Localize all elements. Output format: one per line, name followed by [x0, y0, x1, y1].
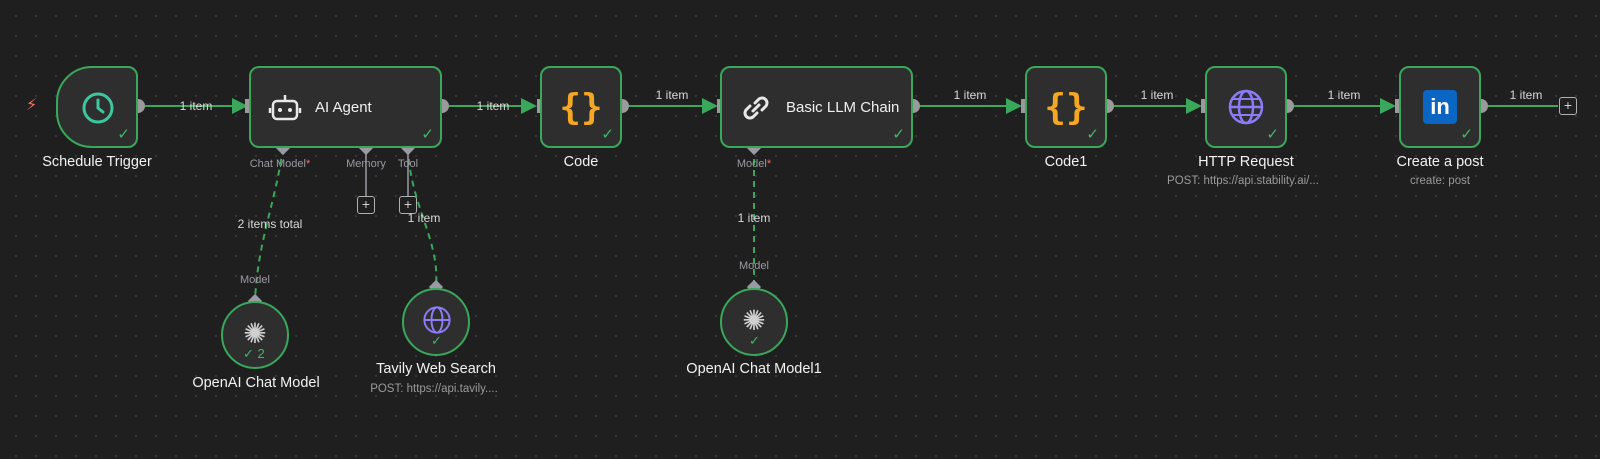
success-check-icon: ✓	[601, 126, 614, 143]
node-label: Tavily Web Search	[376, 361, 496, 377]
globe-icon	[421, 304, 453, 336]
edge-label: 1 item	[476, 99, 510, 113]
required-marker: *	[766, 158, 772, 170]
edge-label: 2 items total	[237, 217, 303, 231]
node-http-request[interactable]: ✓	[1205, 66, 1287, 148]
node-schedule-trigger[interactable]: ✓	[56, 66, 138, 148]
add-node-button[interactable]: +	[1559, 97, 1577, 115]
input-port	[717, 99, 722, 113]
required-marker: *	[305, 158, 311, 170]
node-label: Schedule Trigger	[42, 154, 152, 170]
port-label-memory: Memory	[346, 158, 386, 170]
port-label-model: Model	[240, 274, 270, 286]
node-label: Create a post	[1396, 154, 1484, 170]
input-port	[1021, 99, 1026, 113]
port-label-model: Model	[739, 260, 769, 272]
code-braces-icon: {}	[559, 86, 603, 128]
node-basic-llm-chain[interactable]: Basic LLM Chain ✓	[720, 66, 913, 148]
node-openai-chat-model[interactable]: ✺ ✓ 2	[221, 301, 289, 369]
connection-line	[254, 147, 284, 301]
robot-icon	[267, 90, 303, 126]
edge-label: 1 item	[655, 88, 689, 102]
node-ai-agent[interactable]: AI Agent ✓	[249, 66, 442, 148]
node-subtitle: POST: https://api.tavily....	[370, 383, 498, 395]
edge-label: 1 item	[179, 99, 213, 113]
success-check-icon: ✓	[117, 126, 130, 143]
clock-icon	[80, 90, 116, 126]
node-title: AI Agent	[315, 98, 372, 116]
success-check-icon: ✓	[1266, 126, 1279, 143]
trigger-bolt-icon: ⚡	[26, 97, 38, 114]
run-count-value: 2	[257, 346, 265, 361]
openai-icon: ✺	[742, 304, 766, 336]
connection-line	[407, 147, 438, 287]
input-port	[245, 99, 250, 113]
node-openai-chat-model1[interactable]: ✺ ✓	[720, 288, 788, 356]
node-label: OpenAI Chat Model1	[686, 361, 822, 377]
openai-icon: ✺	[243, 317, 267, 349]
success-check-icon: ✓	[421, 126, 434, 143]
port-label-text: Chat Model	[249, 158, 306, 170]
success-check-icon: ✓	[1460, 126, 1473, 143]
node-label: Code	[563, 154, 599, 170]
edge-label: 1 item	[407, 211, 441, 225]
add-tool-button[interactable]: +	[399, 196, 417, 214]
link-chain-icon	[738, 90, 774, 126]
input-port	[1201, 99, 1206, 113]
edge-label: 1 item	[1327, 88, 1361, 102]
input-port	[537, 99, 542, 113]
node-tavily-web-search[interactable]: ✓	[402, 288, 470, 356]
globe-icon	[1227, 88, 1265, 126]
node-create-a-post[interactable]: in ✓	[1399, 66, 1481, 148]
node-label: HTTP Request	[1198, 154, 1294, 170]
success-check-icon: ✓	[243, 346, 254, 361]
linkedin-icon: in	[1423, 90, 1457, 124]
node-label: Code1	[1044, 154, 1088, 170]
edge-label: 1 item	[953, 88, 987, 102]
input-port	[1395, 99, 1400, 113]
edge-label: 1 item	[1509, 88, 1543, 102]
port-label-chat-model: Chat Model*	[250, 158, 311, 170]
run-count: ✓ 2	[243, 346, 265, 362]
success-check-icon: ✓	[431, 333, 442, 348]
node-label: OpenAI Chat Model	[192, 375, 320, 391]
edge-label: 1 item	[737, 211, 771, 225]
port-label-text: Model	[736, 158, 767, 170]
node-title: Basic LLM Chain	[786, 98, 900, 116]
add-memory-button[interactable]: +	[357, 196, 375, 214]
edge-label: 1 item	[1140, 88, 1174, 102]
node-code1[interactable]: {} ✓	[1025, 66, 1107, 148]
success-check-icon: ✓	[1086, 126, 1099, 143]
node-subtitle: create: post	[1409, 175, 1471, 187]
port-label-model: Model*	[737, 158, 771, 170]
code-braces-icon: {}	[1044, 86, 1088, 128]
success-check-icon: ✓	[749, 333, 760, 348]
node-code[interactable]: {} ✓	[540, 66, 622, 148]
node-subtitle: POST: https://api.stability.ai/...	[1167, 175, 1319, 187]
port-label-tool: Tool	[397, 158, 419, 170]
success-check-icon: ✓	[892, 126, 905, 143]
